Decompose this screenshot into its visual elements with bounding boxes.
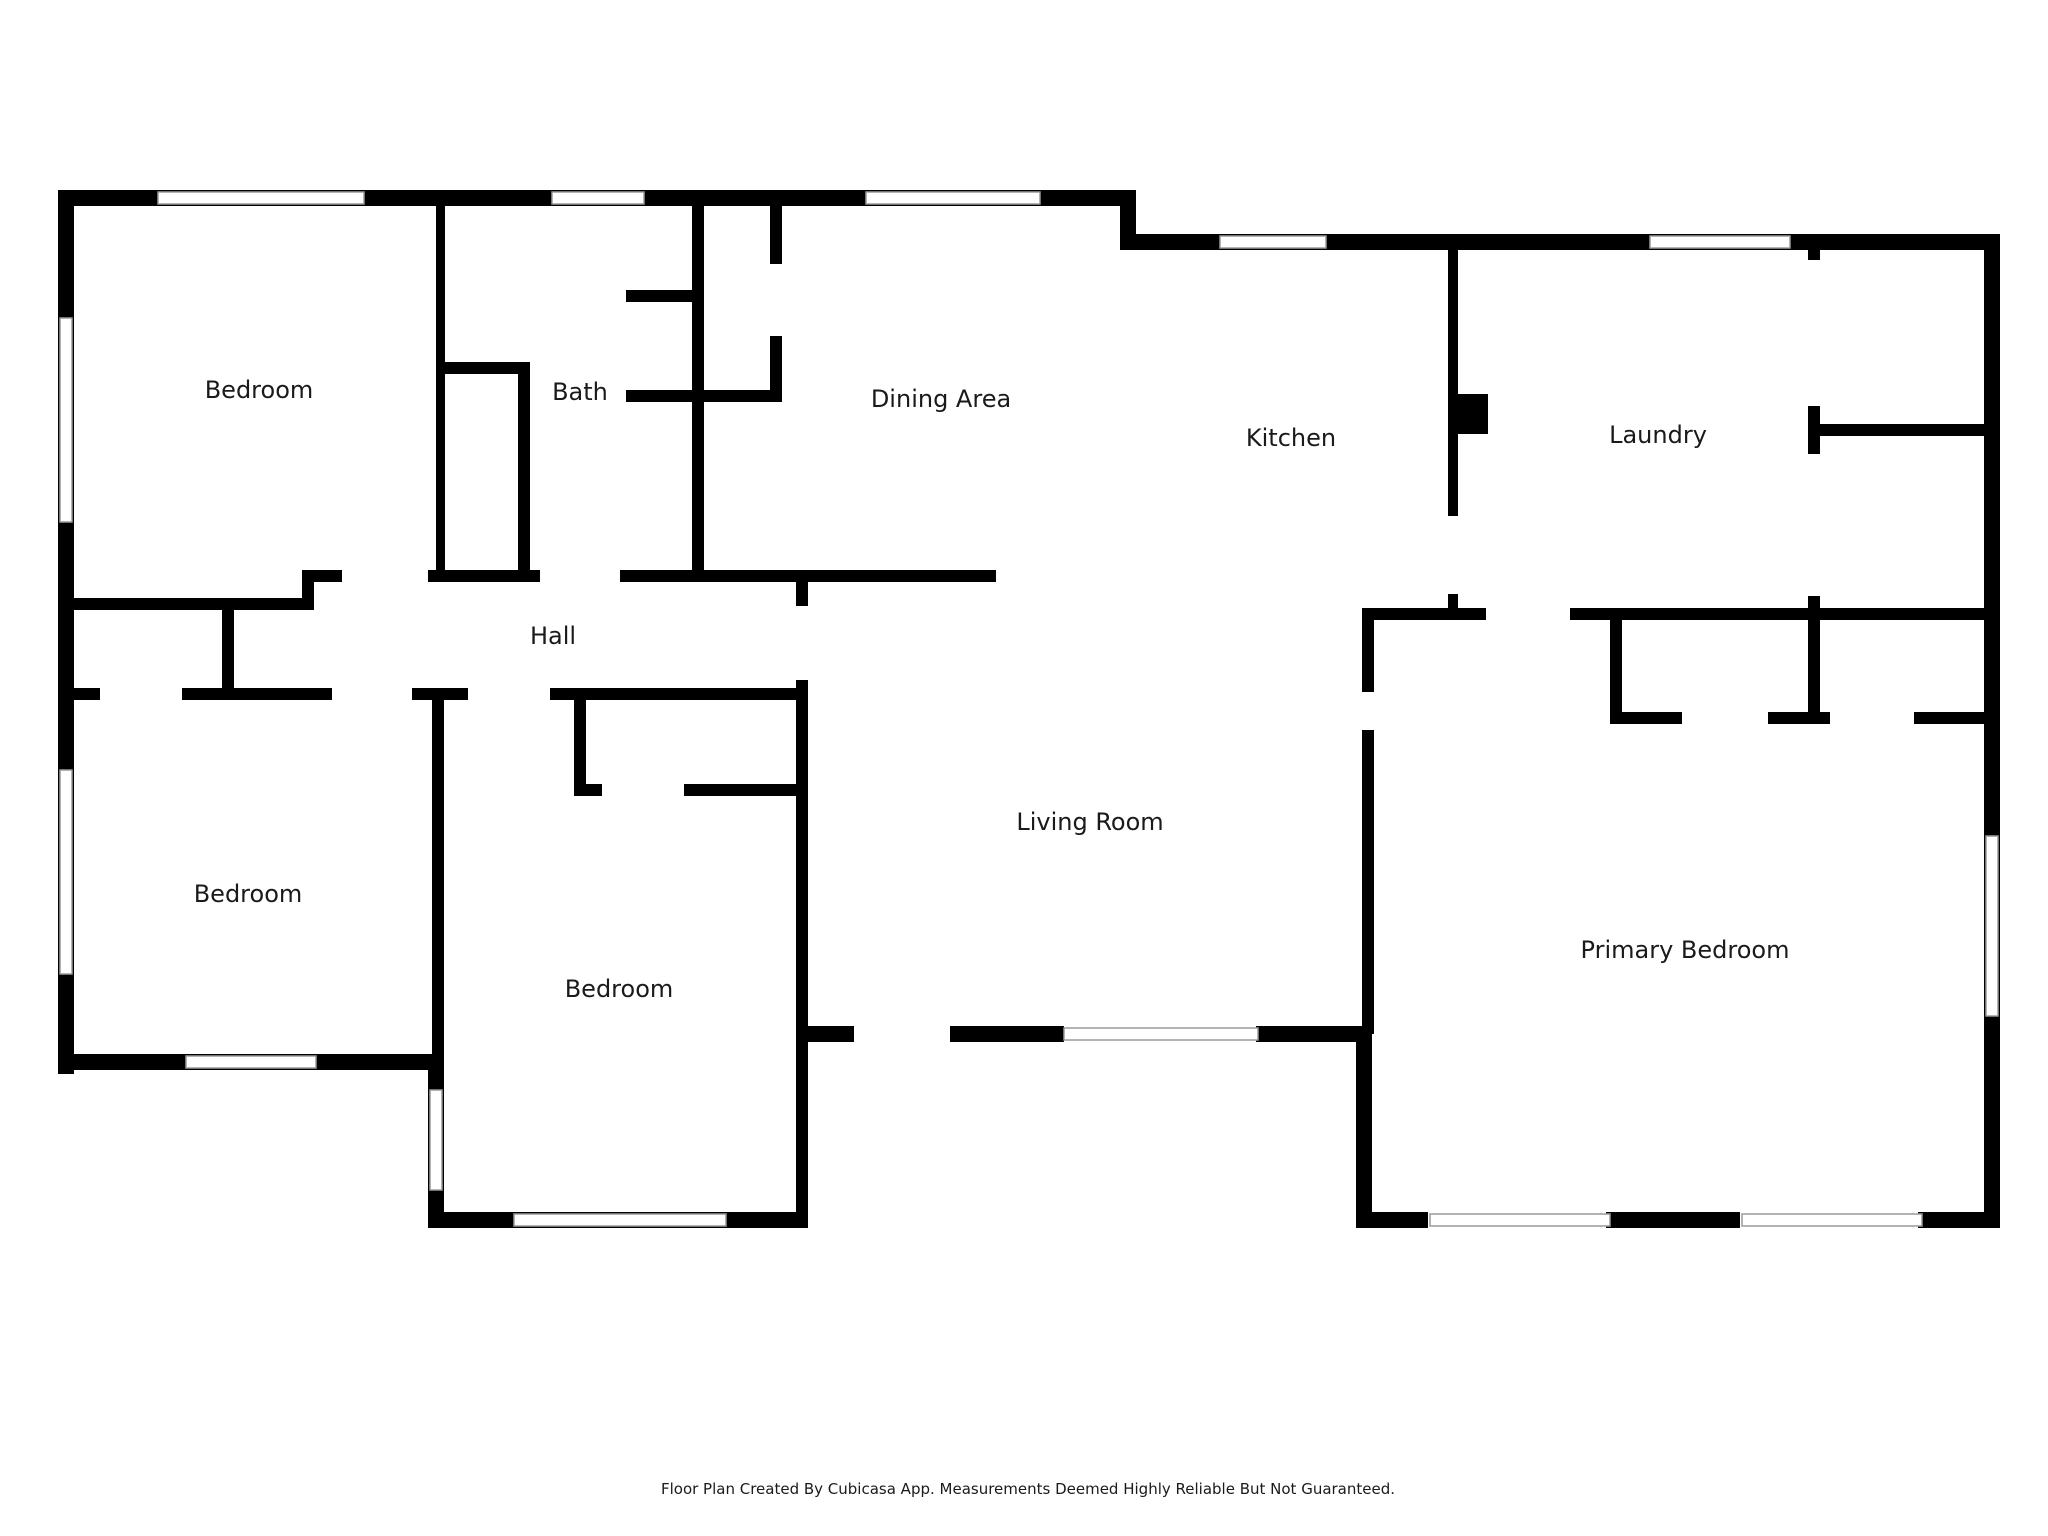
wall: [950, 1026, 1064, 1042]
window: [1649, 235, 1791, 249]
wall: [550, 688, 804, 700]
wall: [796, 680, 808, 1226]
window: [1063, 1027, 1259, 1041]
wall: [684, 784, 804, 796]
wall: [1606, 1212, 1740, 1228]
room-label-hall: Hall: [530, 622, 576, 650]
wall: [66, 688, 100, 700]
wall: [436, 200, 445, 578]
window: [185, 1055, 317, 1069]
walls: [58, 190, 2000, 1228]
window: [59, 769, 73, 975]
wall: [574, 694, 586, 796]
wall: [1448, 594, 1458, 610]
wall: [436, 362, 530, 374]
wall: [518, 362, 530, 578]
room-label-bedroom-top-left: Bedroom: [205, 376, 314, 404]
window: [1741, 1213, 1923, 1227]
wall: [1914, 712, 1992, 724]
wall: [222, 606, 234, 698]
wall: [574, 784, 602, 796]
window: [157, 191, 365, 205]
wall: [1570, 608, 1992, 620]
wall: [1808, 598, 1820, 724]
window: [551, 191, 645, 205]
wall: [1448, 244, 1458, 516]
room-label-dining-area: Dining Area: [871, 385, 1011, 413]
wall: [432, 694, 444, 1054]
wall: [1356, 1026, 1372, 1228]
wall: [1768, 712, 1830, 724]
wall: [302, 570, 342, 582]
wall: [692, 200, 704, 578]
window: [513, 1213, 727, 1227]
wall: [1256, 1026, 1362, 1042]
room-label-laundry: Laundry: [1609, 421, 1707, 449]
room-label-primary-bedroom: Primary Bedroom: [1581, 936, 1790, 964]
window: [1219, 235, 1327, 249]
wall: [1812, 424, 1992, 436]
wall: [804, 1026, 854, 1042]
room-label-bedroom-center: Bedroom: [565, 975, 674, 1003]
room-labels: Bedroom Bath Dining Area Kitchen Laundry…: [194, 376, 1790, 1003]
window: [1429, 1213, 1611, 1227]
room-label-bedroom-middle-left: Bedroom: [194, 880, 303, 908]
wall: [626, 290, 696, 302]
wall: [626, 390, 782, 402]
wall: [1458, 394, 1488, 434]
wall: [1362, 730, 1374, 1034]
wall: [1610, 712, 1682, 724]
footer-disclaimer: Floor Plan Created By Cubicasa App. Meas…: [661, 1480, 1395, 1498]
window: [865, 191, 1041, 205]
wall: [1808, 596, 1820, 612]
wall: [796, 576, 808, 606]
wall: [1808, 244, 1820, 260]
room-label-living-room: Living Room: [1016, 808, 1163, 836]
wall: [1984, 234, 2000, 1228]
windows: [59, 191, 1999, 1227]
window: [59, 317, 73, 523]
wall: [1918, 1212, 2000, 1228]
window: [429, 1089, 443, 1191]
window: [1985, 835, 1999, 1017]
wall: [770, 200, 782, 264]
wall: [1610, 612, 1622, 724]
room-label-kitchen: Kitchen: [1246, 424, 1336, 452]
wall: [1362, 608, 1486, 620]
wall: [428, 570, 540, 582]
room-label-bath: Bath: [552, 378, 608, 406]
wall: [770, 336, 782, 402]
wall: [66, 598, 306, 610]
wall: [1356, 1212, 1428, 1228]
wall: [1362, 608, 1374, 692]
wall: [1120, 190, 1136, 248]
wall: [182, 688, 332, 700]
